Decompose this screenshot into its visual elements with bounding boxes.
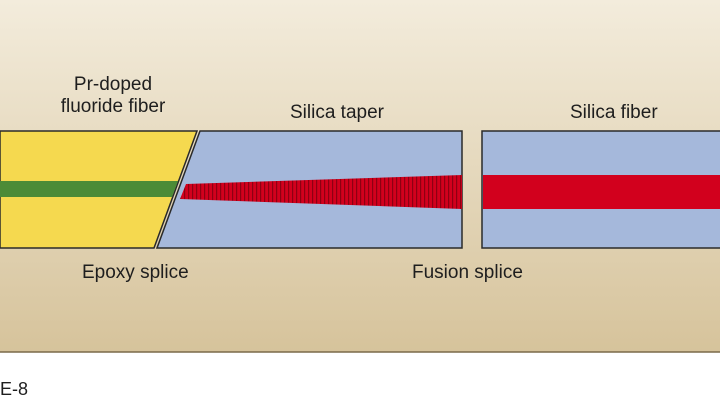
fusion-splice-label: Fusion splice (412, 262, 523, 283)
fluoride-fiber-label: Pr-doped fluoride fiber (38, 74, 188, 118)
figure-label: E-8 (0, 379, 29, 399)
silica-fiber-label: Silica fiber (570, 102, 658, 123)
silica-taper-core (180, 175, 462, 209)
epoxy-splice-label: Epoxy splice (82, 262, 189, 283)
silica-taper-label: Silica taper (290, 102, 384, 123)
fluoride-fiber-label-line2: fluoride fiber (60, 96, 166, 117)
fluoride-fiber-core (0, 181, 178, 197)
silica-fiber-core (483, 175, 720, 209)
fluoride-fiber-label-line1: Pr-doped (73, 74, 153, 95)
